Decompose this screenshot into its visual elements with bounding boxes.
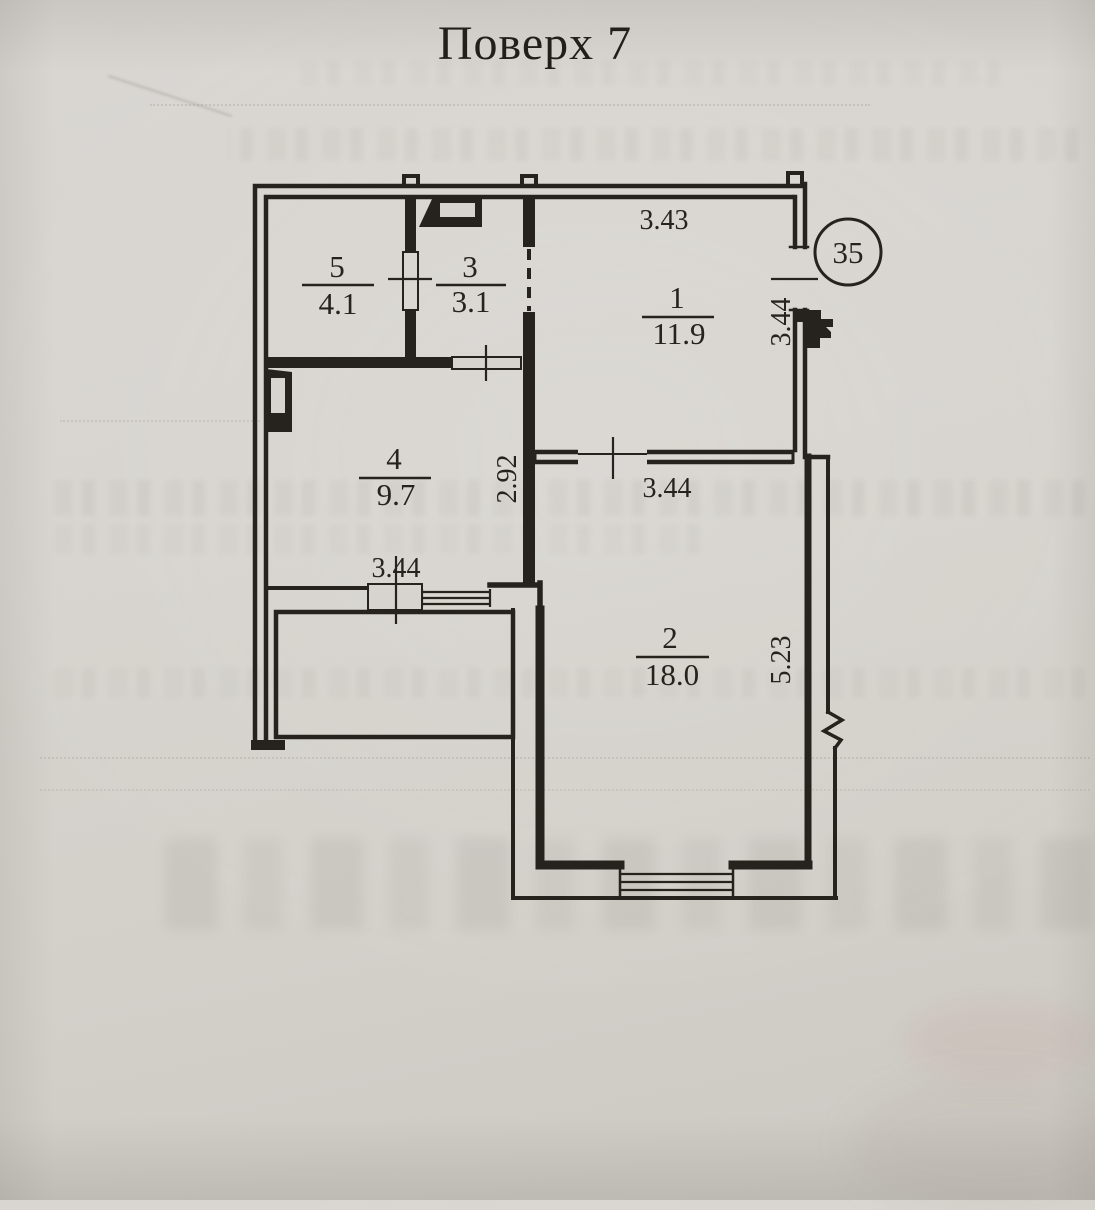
badge-circle <box>813 217 883 287</box>
room2-number: 2 <box>662 620 678 655</box>
badge-number: 35 <box>833 235 864 270</box>
dimension-labels: 3.43 3.44 2.92 3.44 3.44 5.23 <box>372 205 798 685</box>
dim-room1-top: 3.43 <box>640 205 689 236</box>
bleed-through-rule <box>150 104 870 106</box>
room3-area: 3.1 <box>452 284 491 319</box>
wall-room1-room2 <box>533 449 795 465</box>
room2-right-outer <box>826 455 837 900</box>
page-title: Поверх 7 <box>437 17 633 70</box>
dim-room2-depth: 5.23 <box>766 636 797 685</box>
bleed-through-headline <box>165 838 1095 930</box>
room3-vent-shaft <box>419 197 482 227</box>
balcony-outline <box>273 609 516 740</box>
wall-hall-upper <box>523 195 535 247</box>
room4-vent-shaft <box>266 369 292 432</box>
dim-hallway-depth: 2.92 <box>492 455 523 504</box>
dim-entrance-wall: 3.44 <box>766 298 797 347</box>
wall-break-zigzag <box>820 709 846 751</box>
vent-shafts <box>266 197 482 432</box>
dim-room2-width: 3.44 <box>643 473 692 504</box>
room-labels: 1 11.9 2 18.0 3 3.1 4 9.7 5 <box>302 249 714 692</box>
exterior-inner-left-top <box>263 194 795 745</box>
wall-stub-right <box>786 171 804 188</box>
room2-window <box>618 862 735 898</box>
room2-label: 2 18.0 <box>636 620 709 692</box>
wall-rooms53-room4 <box>266 357 452 368</box>
pink-stain <box>905 1000 1095 1080</box>
room3-number: 3 <box>462 249 478 284</box>
room5-number: 5 <box>329 249 345 284</box>
room3-label: 3 3.1 <box>436 249 506 319</box>
wall-hall-main <box>523 312 535 587</box>
bleed-through-rule <box>60 420 260 422</box>
exterior-outer-left-top <box>252 183 805 747</box>
room4-label: 4 9.7 <box>359 441 431 512</box>
bleed-through-rule <box>40 757 1090 759</box>
interior-partitions <box>266 195 535 587</box>
wall-stub-left <box>402 174 420 188</box>
wall-room5-room3-lower <box>405 310 416 359</box>
room5-label: 5 4.1 <box>302 249 374 321</box>
room4-window <box>420 589 492 607</box>
room4-area: 9.7 <box>377 477 416 512</box>
room2-area: 18.0 <box>645 657 699 692</box>
room1-label: 1 11.9 <box>642 280 714 351</box>
room4-number: 4 <box>386 441 402 476</box>
dim-room4-bottom: 3.44 <box>372 553 421 584</box>
bleed-through-rule <box>40 789 1090 791</box>
door-room5-room3 <box>402 251 419 311</box>
entrance-door-niche <box>795 310 833 348</box>
exterior-walls <box>251 171 846 900</box>
wall-room5-room3-upper <box>405 195 416 252</box>
wall-stub-middle <box>520 174 538 188</box>
windows <box>367 583 735 898</box>
room1-area: 11.9 <box>652 316 705 351</box>
apartment-number-badge: 35 <box>813 217 883 287</box>
paper-shadow-stain <box>850 1080 1095 1210</box>
room5-area: 4.1 <box>319 286 358 321</box>
room4-bottom-corner <box>487 580 543 613</box>
room1-number: 1 <box>669 280 685 315</box>
left-wall-foot <box>251 740 285 750</box>
